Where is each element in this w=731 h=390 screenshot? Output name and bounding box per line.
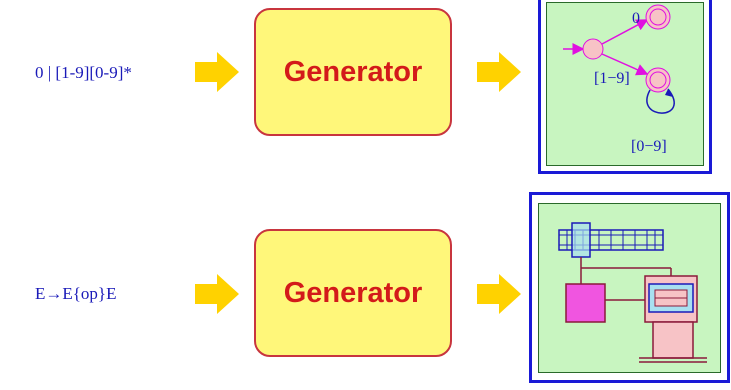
generator-box: Generator: [254, 8, 452, 136]
parser-output-frame: [529, 192, 730, 383]
generator-box: Generator: [254, 229, 452, 357]
grammar-spec: E→E{op}E: [35, 284, 117, 303]
edge-nonzero: [601, 53, 649, 76]
generator-label: Generator: [283, 276, 423, 309]
input-arrow-icon: [195, 52, 239, 92]
edge-zero: [601, 19, 649, 45]
control-unit: [565, 283, 606, 323]
edge-label-digit: [0−9]: [631, 138, 667, 155]
parser-structure-diagram: [558, 222, 707, 363]
output-stand: [652, 321, 694, 359]
output-arrow-icon: [477, 52, 521, 92]
start-state: [582, 38, 604, 60]
read-head: [571, 222, 591, 258]
automaton-panel: 0 [1−9] [0−9]: [546, 2, 704, 166]
regex-spec: 0 | [1-9][0-9]*: [35, 63, 132, 82]
automaton-diagram: 0 [1−9] [0−9]: [563, 4, 675, 155]
output-arrow-icon: [477, 274, 521, 314]
input-arrow-icon: [195, 274, 239, 314]
edge-label-nonzero: [1−9]: [594, 70, 630, 87]
parser-panel: [538, 203, 721, 373]
edge-label-zero: 0: [632, 10, 640, 27]
self-loop-edge: [646, 88, 675, 114]
generator-label: Generator: [283, 55, 423, 88]
automaton-output-frame: 0 [1−9] [0−9]: [538, 0, 712, 174]
